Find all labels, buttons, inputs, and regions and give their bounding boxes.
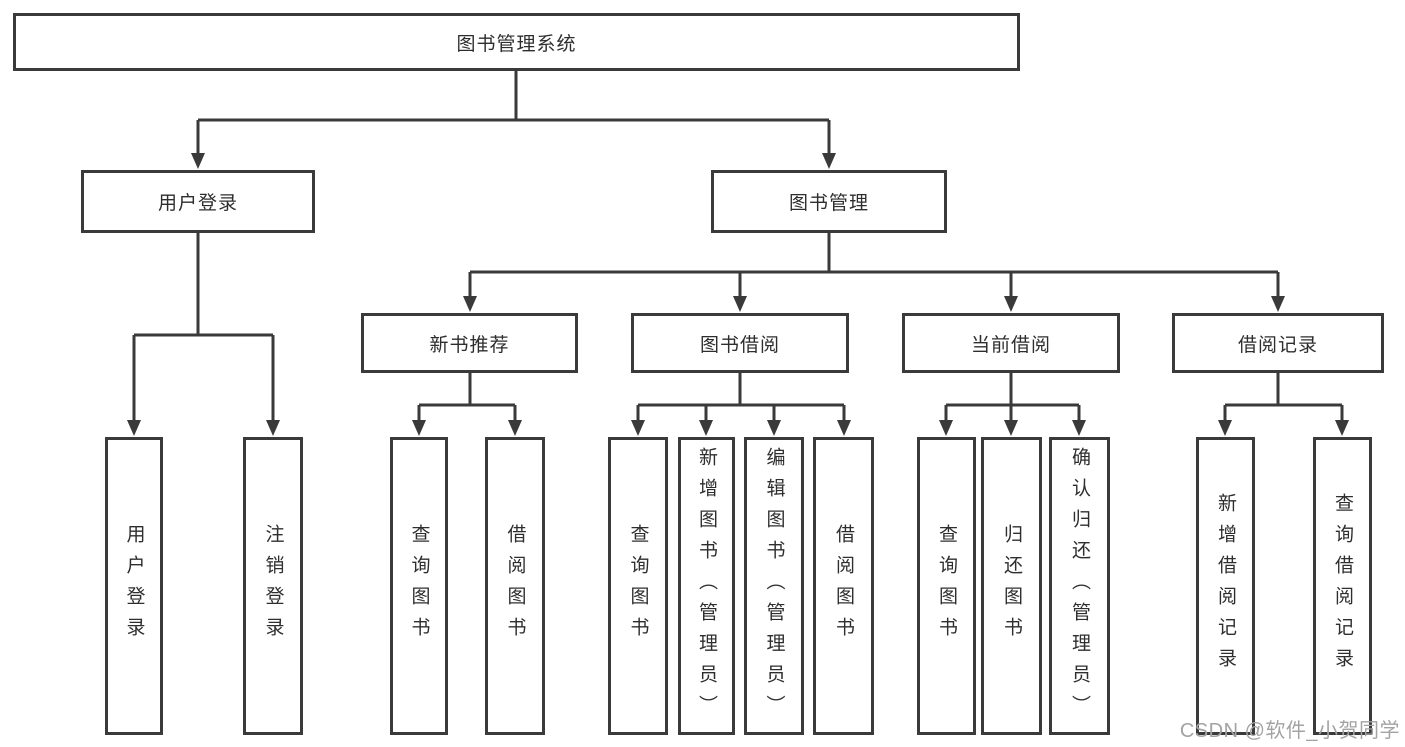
node-book-management: 图书管理: [711, 170, 947, 233]
node-label: 查询图书: [408, 524, 430, 648]
leaf-borrow-books-recommend: 借阅图书: [485, 437, 545, 735]
node-new-book-recommend: 新书推荐: [361, 313, 578, 373]
leaf-query-borrow-record: 查询借阅记录: [1313, 437, 1372, 735]
leaf-user-login: 用户登录: [105, 437, 163, 735]
leaf-confirm-return-admin: 确认归还（管理员）: [1049, 437, 1110, 735]
node-label: 图书管理系统: [456, 33, 577, 55]
leaf-query-books-borrow: 查询图书: [608, 437, 668, 735]
leaf-query-books-current: 查询图书: [917, 437, 976, 735]
node-book-borrow: 图书借阅: [631, 313, 849, 373]
leaf-add-borrow-record: 新增借阅记录: [1196, 437, 1255, 735]
csdn-watermark: CSDN @软件_小贺同学: [1179, 720, 1400, 742]
node-label: 新增借阅记录: [1215, 493, 1236, 679]
leaf-query-books-recommend: 查询图书: [390, 437, 448, 735]
leaf-borrow-books: 借阅图书: [813, 437, 874, 735]
node-label: 查询借阅记录: [1332, 493, 1353, 679]
leaf-edit-books-admin: 编辑图书（管理员）: [744, 437, 804, 735]
node-label: 借阅图书: [833, 524, 854, 648]
leaf-return-books: 归还图书: [981, 437, 1042, 735]
node-label: 借阅图书: [504, 524, 526, 648]
node-label: 确认归还（管理员）: [1069, 446, 1090, 726]
leaf-logout: 注销登录: [243, 437, 303, 735]
connector-arrows: [127, 153, 1349, 436]
node-label: 编辑图书（管理员）: [763, 446, 785, 726]
node-label: 借阅记录: [1237, 334, 1318, 356]
node-label: 用户登录: [123, 524, 145, 648]
node-user-login: 用户登录: [81, 170, 315, 233]
connector-paths: [132, 71, 1344, 422]
node-label: 注销登录: [262, 524, 284, 648]
node-label: 图书管理: [788, 193, 869, 214]
node-current-borrow: 当前借阅: [902, 313, 1120, 373]
node-label: 当前借阅: [970, 334, 1051, 356]
node-label: 新书推荐: [429, 334, 510, 356]
node-library-system: 图书管理系统: [13, 13, 1020, 71]
node-label: 查询图书: [936, 524, 957, 648]
node-label: 归还图书: [1001, 524, 1022, 648]
node-borrow-records: 借阅记录: [1172, 313, 1384, 373]
node-label: 图书借阅: [699, 334, 780, 356]
node-label: 查询图书: [627, 524, 649, 648]
node-label: 新增图书（管理员）: [696, 446, 717, 726]
leaf-add-books-admin: 新增图书（管理员）: [678, 437, 735, 735]
node-label: 用户登录: [157, 193, 238, 214]
